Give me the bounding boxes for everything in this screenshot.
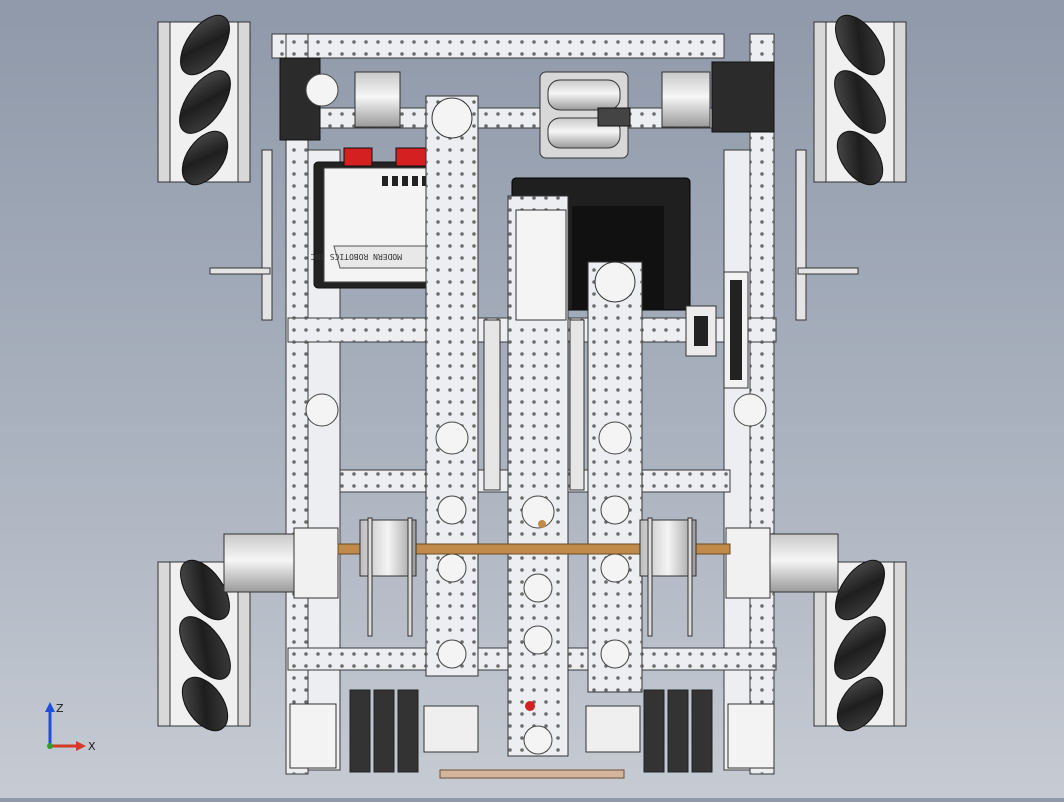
controller-brand-label: MODERN ROBOTICS INC (310, 252, 402, 261)
orientation-triad: Z X (45, 702, 96, 753)
rear-gear-right (585, 705, 641, 753)
power-switch[interactable] (685, 305, 717, 357)
drive-motor-rear-left[interactable] (223, 527, 339, 599)
lift-channel-left[interactable] (425, 95, 479, 677)
wheel-front-right[interactable] (813, 7, 907, 193)
bearing (538, 520, 546, 528)
slide-rail (483, 319, 501, 491)
side-bracket-left (209, 149, 273, 321)
wheel-rear-left[interactable] (157, 552, 251, 739)
slide-rail (569, 319, 585, 491)
side-bracket-right (795, 149, 859, 321)
drive-motor-front-right[interactable] (661, 61, 775, 133)
status-led (525, 701, 535, 711)
x-axis-label: X (88, 740, 96, 753)
servo-bank-left[interactable] (349, 689, 419, 773)
wheel-rear-right[interactable] (813, 552, 907, 739)
z-axis-label: Z (56, 702, 64, 715)
corner-bracket (289, 703, 775, 769)
rear-bumper-plate (439, 769, 625, 779)
lift-channel-center[interactable] (507, 195, 569, 757)
servo-bank-right[interactable] (643, 689, 713, 773)
drive-motor-rear-right[interactable] (725, 527, 839, 599)
lift-channel-right[interactable] (587, 261, 643, 693)
right-slot-bracket (723, 271, 749, 389)
battery-pack[interactable] (539, 71, 631, 159)
intake-axle[interactable] (337, 517, 731, 637)
rear-gear-left (423, 705, 479, 753)
drive-motor-front-left[interactable] (279, 57, 401, 141)
wheel-front-left[interactable] (157, 7, 251, 193)
